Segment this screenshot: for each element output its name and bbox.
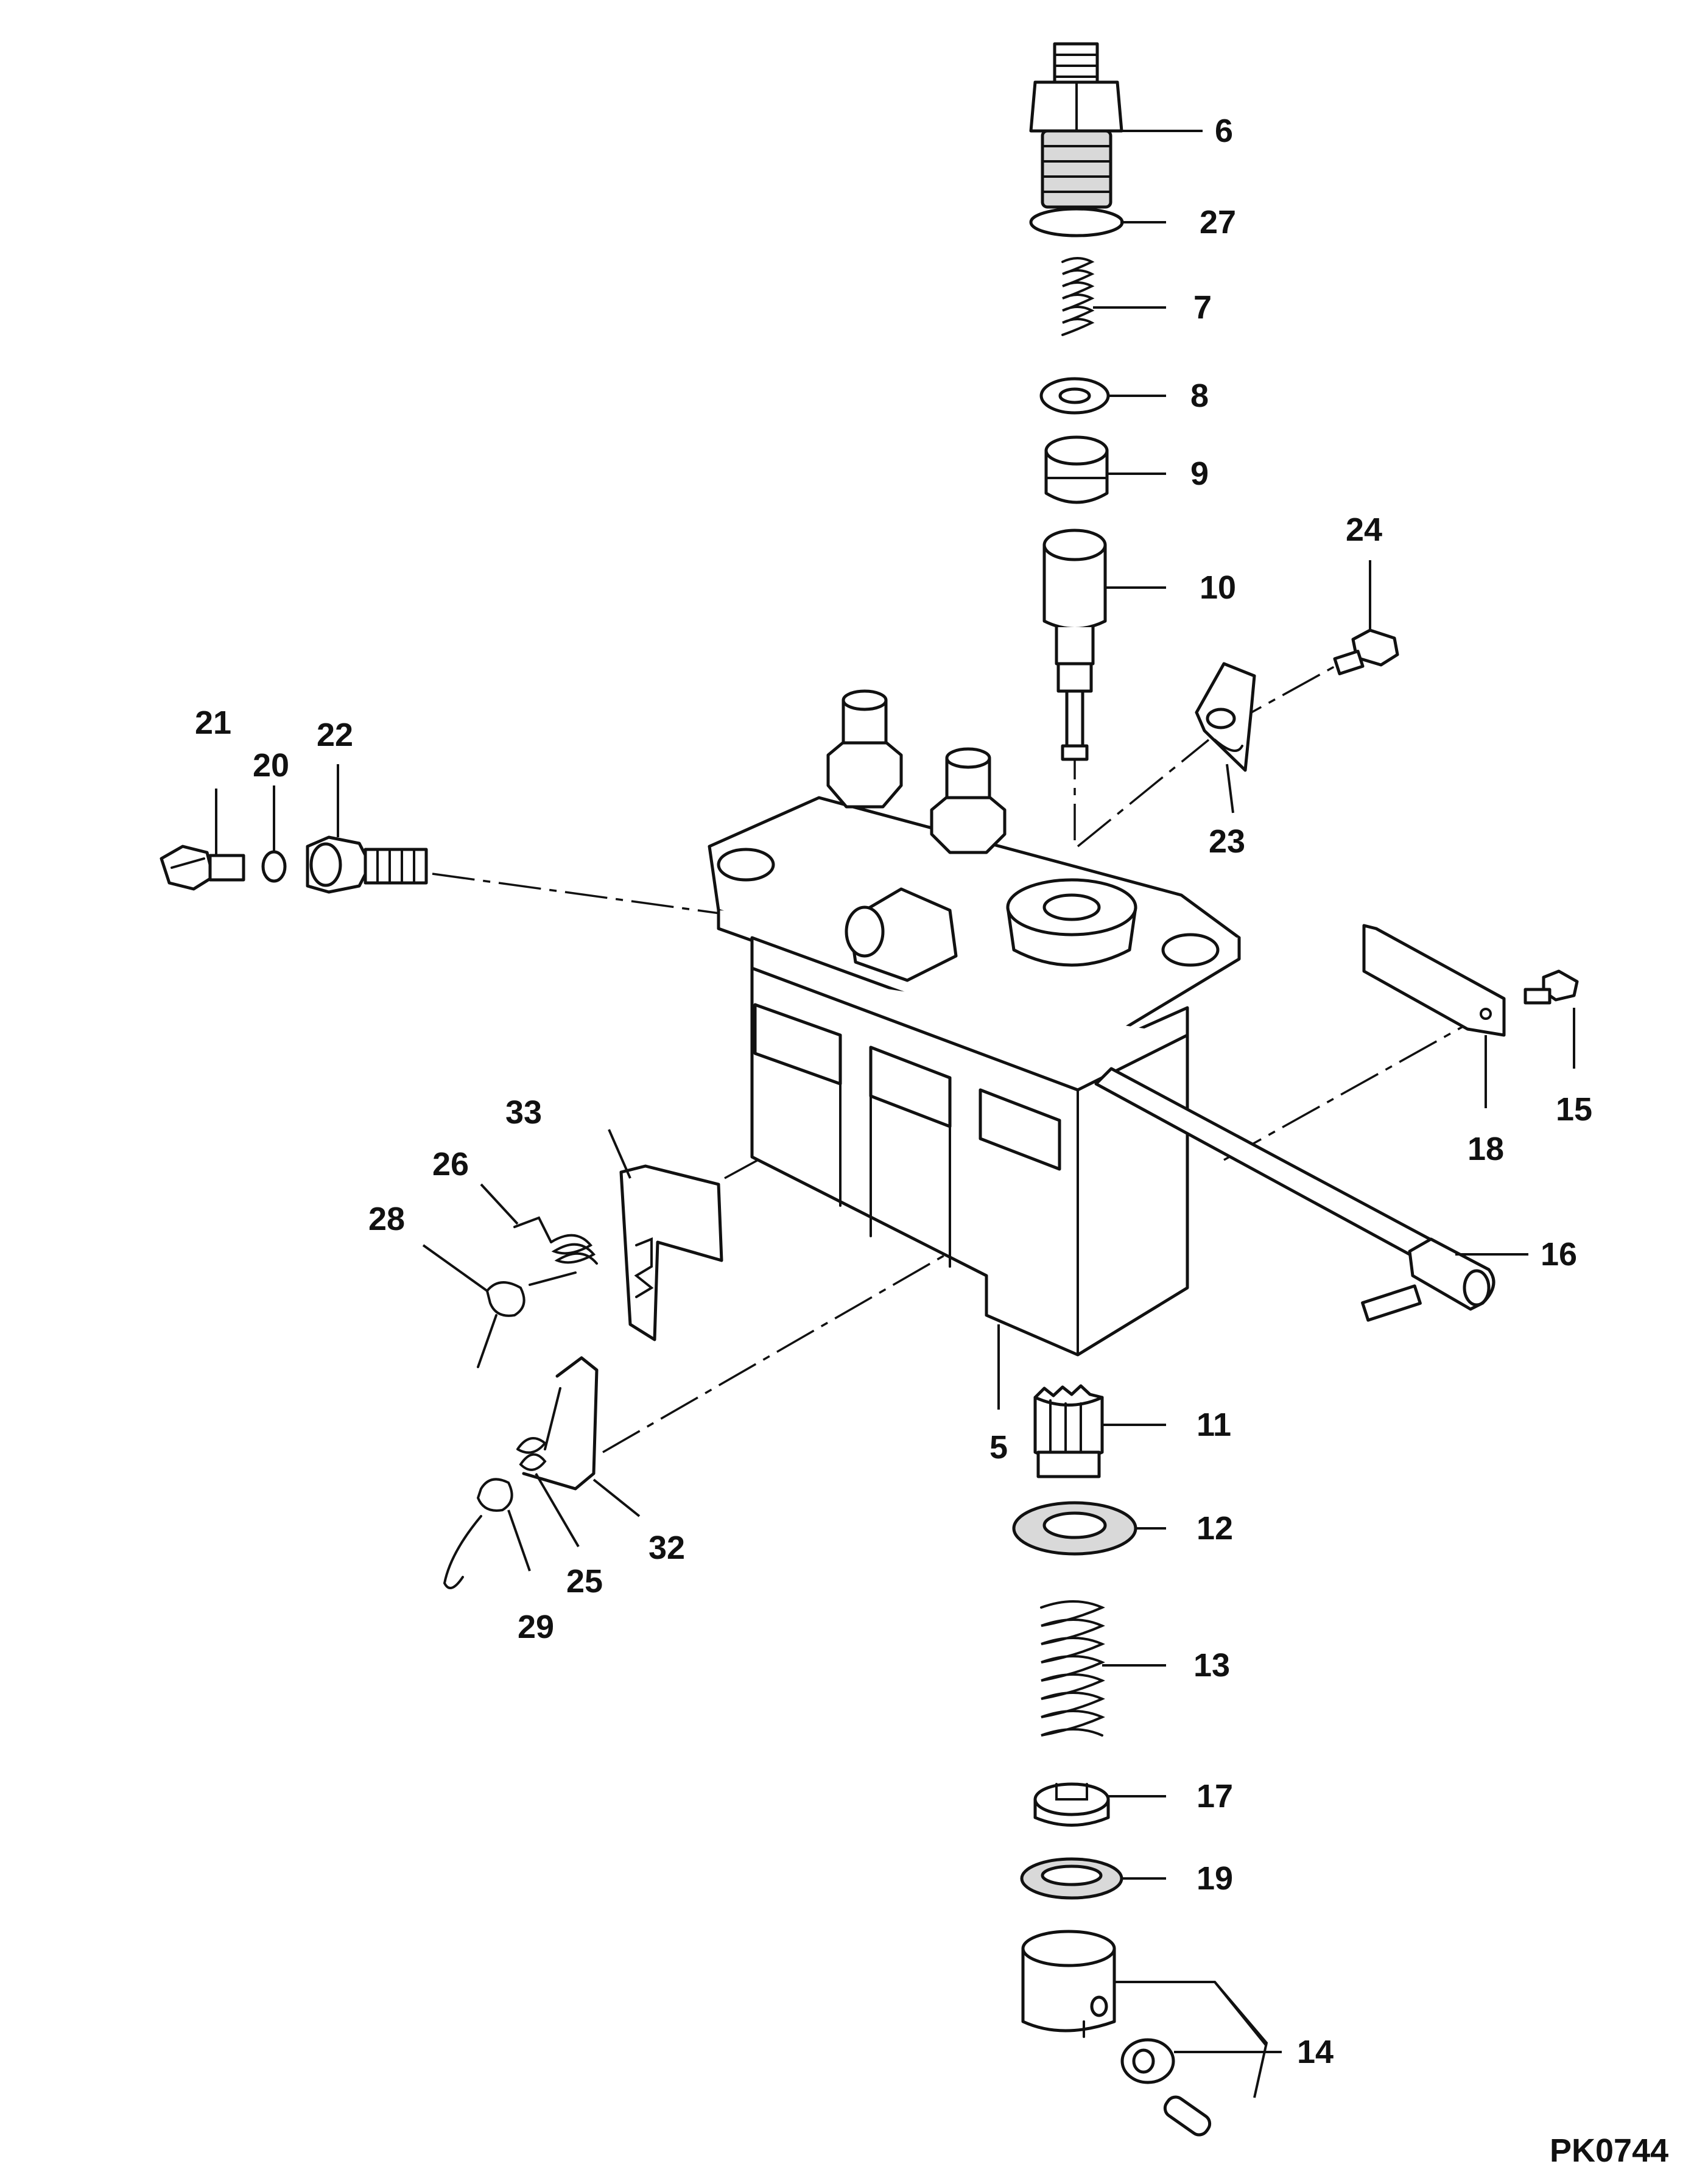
stopper-plate: [1195, 662, 1256, 772]
callout-22: 22: [317, 717, 353, 753]
callout-15: 15: [1556, 1091, 1592, 1128]
tappet-roller: [1120, 2038, 1175, 2084]
plunger: [1042, 529, 1107, 761]
callout-19: 19: [1197, 1860, 1233, 1897]
governor-bracket: [619, 1164, 723, 1341]
air-bleed-screw: [160, 845, 245, 891]
callout-labels: 6 27 7 8 9 10 24 23 21 20 22 15 18 16 33…: [195, 113, 1592, 2070]
stopper-screw: [1333, 628, 1399, 676]
callout-17: 17: [1197, 1778, 1233, 1815]
tappet-pin: [1163, 2095, 1212, 2137]
delivery-valve: [1044, 435, 1109, 504]
callout-24: 24: [1346, 511, 1382, 548]
cover-screw: [1523, 969, 1579, 1005]
adjusting-shim: [1020, 1857, 1123, 1900]
valve-spring: [1061, 257, 1095, 336]
callout-28: 28: [368, 1201, 405, 1237]
callout-6: 6: [1215, 113, 1233, 149]
governor-lever: [522, 1356, 599, 1491]
banjo-bolt: [306, 835, 428, 894]
delivery-valve-holder: [1029, 42, 1123, 209]
callout-14: 14: [1297, 2034, 1334, 2070]
injection-pump-body: [708, 689, 1241, 1357]
callout-18: 18: [1467, 1131, 1504, 1167]
plunger-spring: [1040, 1600, 1105, 1737]
cover-plate: [1362, 924, 1506, 1037]
roller-tappet: [1021, 1930, 1116, 2038]
callout-26: 26: [432, 1146, 469, 1182]
callout-9: 9: [1190, 455, 1209, 492]
callout-7: 7: [1193, 289, 1212, 326]
lower-spring-seat: [1033, 1782, 1110, 1827]
callout-12: 12: [1197, 1510, 1233, 1547]
callout-10: 10: [1200, 569, 1236, 606]
callout-27: 27: [1200, 204, 1236, 241]
callout-21: 21: [195, 705, 231, 741]
callout-23: 23: [1209, 823, 1245, 860]
callout-32: 32: [648, 1530, 685, 1566]
seal-washer: [261, 850, 287, 883]
valve-washer: [1039, 377, 1110, 415]
callout-5: 5: [989, 1429, 1008, 1466]
callout-8: 8: [1190, 378, 1209, 414]
snap-clip: [477, 1281, 525, 1368]
callout-25: 25: [566, 1563, 603, 1600]
leader-lines: [215, 130, 1575, 2098]
callout-33: 33: [505, 1094, 542, 1131]
lever-clip: [443, 1478, 513, 1589]
upper-spring-seat: [1012, 1501, 1137, 1556]
figure-code: PK0744: [1550, 2132, 1668, 2169]
callout-13: 13: [1193, 1647, 1230, 1684]
callout-16: 16: [1541, 1236, 1577, 1273]
control-pinion: [1033, 1384, 1104, 1478]
callout-20: 20: [253, 747, 289, 784]
callout-11: 11: [1197, 1407, 1231, 1443]
callout-29: 29: [518, 1609, 554, 1645]
lever-spring: [516, 1437, 547, 1471]
torsion-spring: [513, 1216, 598, 1286]
gasket-ring: [1029, 207, 1124, 237]
